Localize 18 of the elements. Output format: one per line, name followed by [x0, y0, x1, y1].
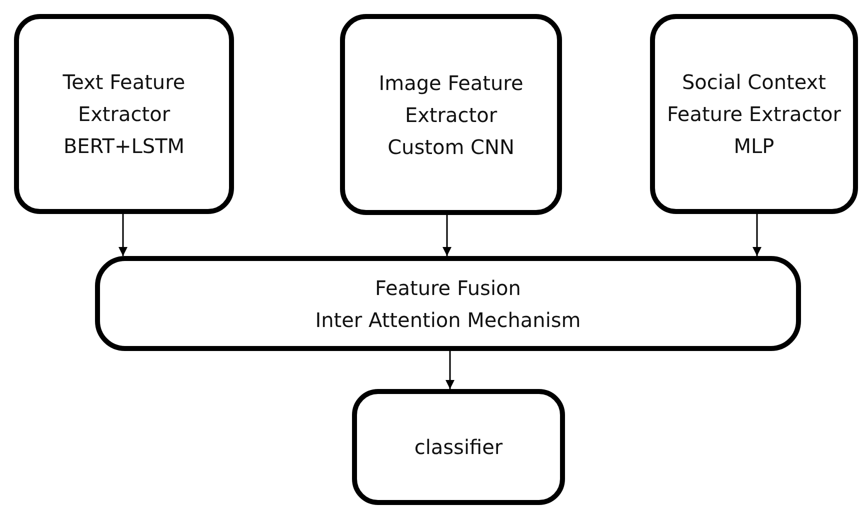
process-box [14, 14, 234, 214]
box-text: Inter Attention Mechanism [315, 306, 581, 334]
arrow [446, 351, 454, 389]
box-text: Feature Fusion [375, 274, 521, 302]
box-text: classifier [414, 434, 503, 461]
process-box [95, 256, 801, 351]
box-text: Custom CNN [388, 134, 514, 160]
box-text: Text Feature Extractor [62, 69, 186, 128]
box-text: Social Context Feature Extractor [666, 69, 842, 128]
process-box [340, 14, 562, 215]
box-text: Image Feature Extractor [378, 70, 524, 128]
box-text: MLP [734, 133, 774, 160]
arrow [752, 214, 762, 256]
arrow [118, 214, 128, 256]
process-box [352, 389, 565, 505]
box-text: BERT+LSTM [63, 133, 185, 160]
process-box [650, 14, 858, 214]
arrow [442, 215, 452, 256]
